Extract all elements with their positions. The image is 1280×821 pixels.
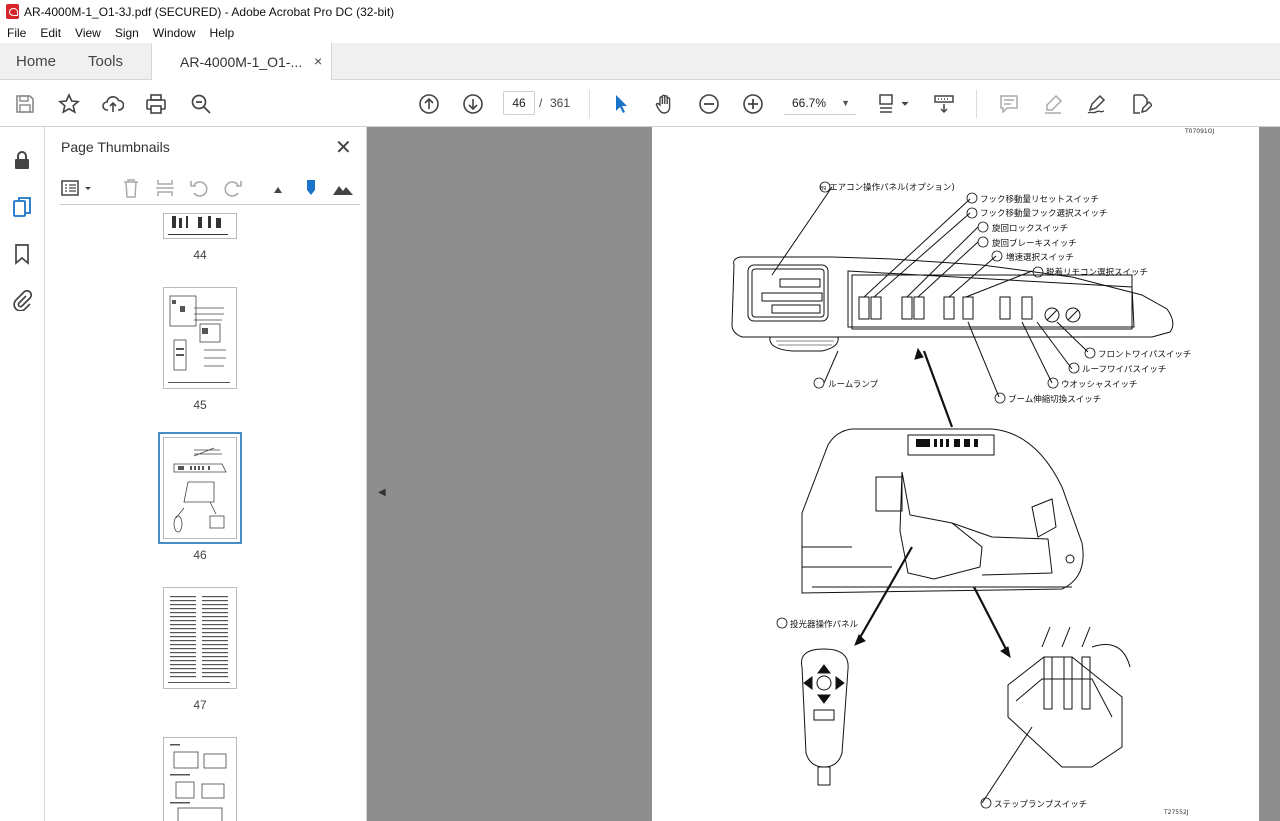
cab-panel-diagram — [731, 181, 1174, 809]
highlight-pen-icon[interactable] — [1041, 92, 1065, 116]
toolbar-divider — [976, 90, 977, 118]
delete-page-icon[interactable] — [120, 177, 142, 199]
thumbnail-large-icon[interactable] — [332, 177, 354, 199]
tab-document[interactable]: AR-4000M-1_O1-... × — [151, 43, 332, 80]
page-thumbnails-panel: Page Thumbnails ✕ 44 45 46 47 48 — [45, 127, 411, 821]
zoom-level-select[interactable]: 66.7% ▼ — [784, 91, 856, 115]
tab-bar: Home Tools AR-4000M-1_O1-... × — [0, 43, 1280, 80]
callout-96: フロントワイパスイッチ — [1098, 350, 1192, 360]
callout-99: ブーム伸縮切換スイッチ — [1008, 395, 1102, 405]
thumbnail-label: 47 — [193, 698, 207, 712]
thumbnail-toolbar — [60, 177, 360, 205]
pdf-page: T07091OJ — [652, 127, 1259, 821]
title-bar: AR-4000M-1_O1-3J.pdf (SECURED) - Adobe A… — [0, 0, 1280, 23]
left-navigation-rail — [0, 127, 45, 821]
thumbnail-small-icon[interactable] — [268, 177, 290, 199]
sign-pen-icon[interactable] — [1085, 92, 1109, 116]
tab-home[interactable]: Home — [16, 53, 57, 70]
callout-90: フック移動量リセットスイッチ — [980, 195, 1100, 205]
callout-97: ルーフワイパスイッチ — [1082, 365, 1167, 375]
attachment-icon[interactable] — [11, 289, 33, 311]
page-fit-icon[interactable] — [876, 92, 912, 116]
previous-page-icon[interactable] — [417, 92, 441, 116]
thumbnail-list: 44 45 46 47 48 — [45, 213, 350, 821]
callout-98: ウオッシャスイッチ — [1061, 380, 1138, 390]
zoom-in-icon[interactable] — [741, 92, 765, 116]
page-number-input[interactable]: 46 — [503, 91, 535, 115]
thumbnail-page-selected[interactable] — [158, 432, 242, 544]
collapse-panel-icon[interactable]: ◀ — [378, 487, 386, 498]
menu-view[interactable]: View — [75, 26, 101, 40]
callout-89: 89 エアコン操作パネル(オプション) — [820, 183, 955, 193]
print-icon[interactable] — [144, 92, 168, 116]
thumbnail-page[interactable] — [163, 737, 237, 821]
next-page-icon[interactable] — [461, 92, 485, 116]
menu-file[interactable]: File — [7, 26, 27, 40]
acrobat-app-icon — [6, 4, 19, 19]
tab-close-icon[interactable]: × — [314, 53, 323, 69]
page-separator: / — [539, 96, 543, 110]
rotate-left-icon[interactable] — [188, 177, 210, 199]
bookmark-icon[interactable] — [11, 243, 33, 265]
figure-code-top: T07091OJ — [1185, 128, 1215, 135]
callout-91: フック移動量フック選択スイッチ — [980, 209, 1108, 219]
extract-page-icon[interactable] — [154, 177, 176, 199]
zoom-out-icon[interactable] — [697, 92, 721, 116]
tab-document-label: AR-4000M-1_O1-... — [180, 54, 303, 70]
thumbnail-label: 45 — [193, 398, 207, 412]
callout-94: 増速選択スイッチ — [1006, 253, 1075, 263]
thumbnail-size-slider-icon[interactable] — [300, 177, 322, 199]
callout-93: 旋回ブレーキスイッチ — [992, 239, 1077, 249]
figure-code-bottom: T27552J — [1164, 809, 1189, 816]
toolbar-divider — [589, 90, 590, 118]
thumbnail-page[interactable] — [163, 587, 237, 689]
zoom-search-icon[interactable] — [189, 92, 213, 116]
panel-title: Page Thumbnails — [61, 139, 170, 155]
total-pages: 361 — [550, 96, 571, 110]
thumbnail-options-icon[interactable] — [60, 177, 94, 199]
callout-102: 投光器操作パネル — [790, 620, 859, 630]
chevron-down-icon: ▼ — [841, 98, 850, 108]
menu-window[interactable]: Window — [152, 26, 196, 40]
save-icon[interactable] — [13, 92, 37, 116]
menu-help[interactable]: Help — [209, 26, 235, 40]
menu-bar: File Edit View Sign Window Help — [0, 23, 1280, 43]
close-icon[interactable]: ✕ — [335, 137, 352, 159]
upload-cloud-icon[interactable] — [101, 92, 125, 116]
menu-edit[interactable]: Edit — [40, 26, 62, 40]
callout-92: 旋回ロックスイッチ — [992, 224, 1069, 234]
callout-101: ステップランプスイッチ — [994, 800, 1088, 810]
thumbnail-page[interactable] — [163, 287, 237, 389]
callout-95: 脱着リモコン選択スイッチ — [1046, 268, 1149, 278]
edit-pdf-icon[interactable] — [1129, 92, 1153, 116]
tab-tools[interactable]: Tools — [88, 53, 124, 70]
star-icon[interactable] — [57, 92, 81, 116]
canvas-right-gutter — [1259, 127, 1280, 821]
select-cursor-icon[interactable] — [609, 92, 633, 116]
hand-tool-icon[interactable] — [653, 92, 677, 116]
window-title: AR-4000M-1_O1-3J.pdf (SECURED) - Adobe A… — [24, 4, 395, 19]
thumbnail-label: 46 — [193, 548, 207, 562]
scroll-mode-icon[interactable] — [932, 92, 956, 116]
comment-icon[interactable] — [997, 92, 1021, 116]
thumbnail-page[interactable] — [163, 213, 237, 239]
lock-icon[interactable] — [11, 149, 33, 171]
callout-100: ルームランプ — [828, 380, 879, 390]
page-thumbnails-icon[interactable] — [11, 196, 33, 218]
menu-sign[interactable]: Sign — [114, 26, 139, 40]
zoom-level-value: 66.7% — [792, 96, 827, 110]
thumbnail-label: 44 — [193, 248, 207, 262]
rotate-right-icon[interactable] — [222, 177, 244, 199]
main-toolbar: 46 / 361 66.7% ▼ — [0, 80, 1280, 127]
